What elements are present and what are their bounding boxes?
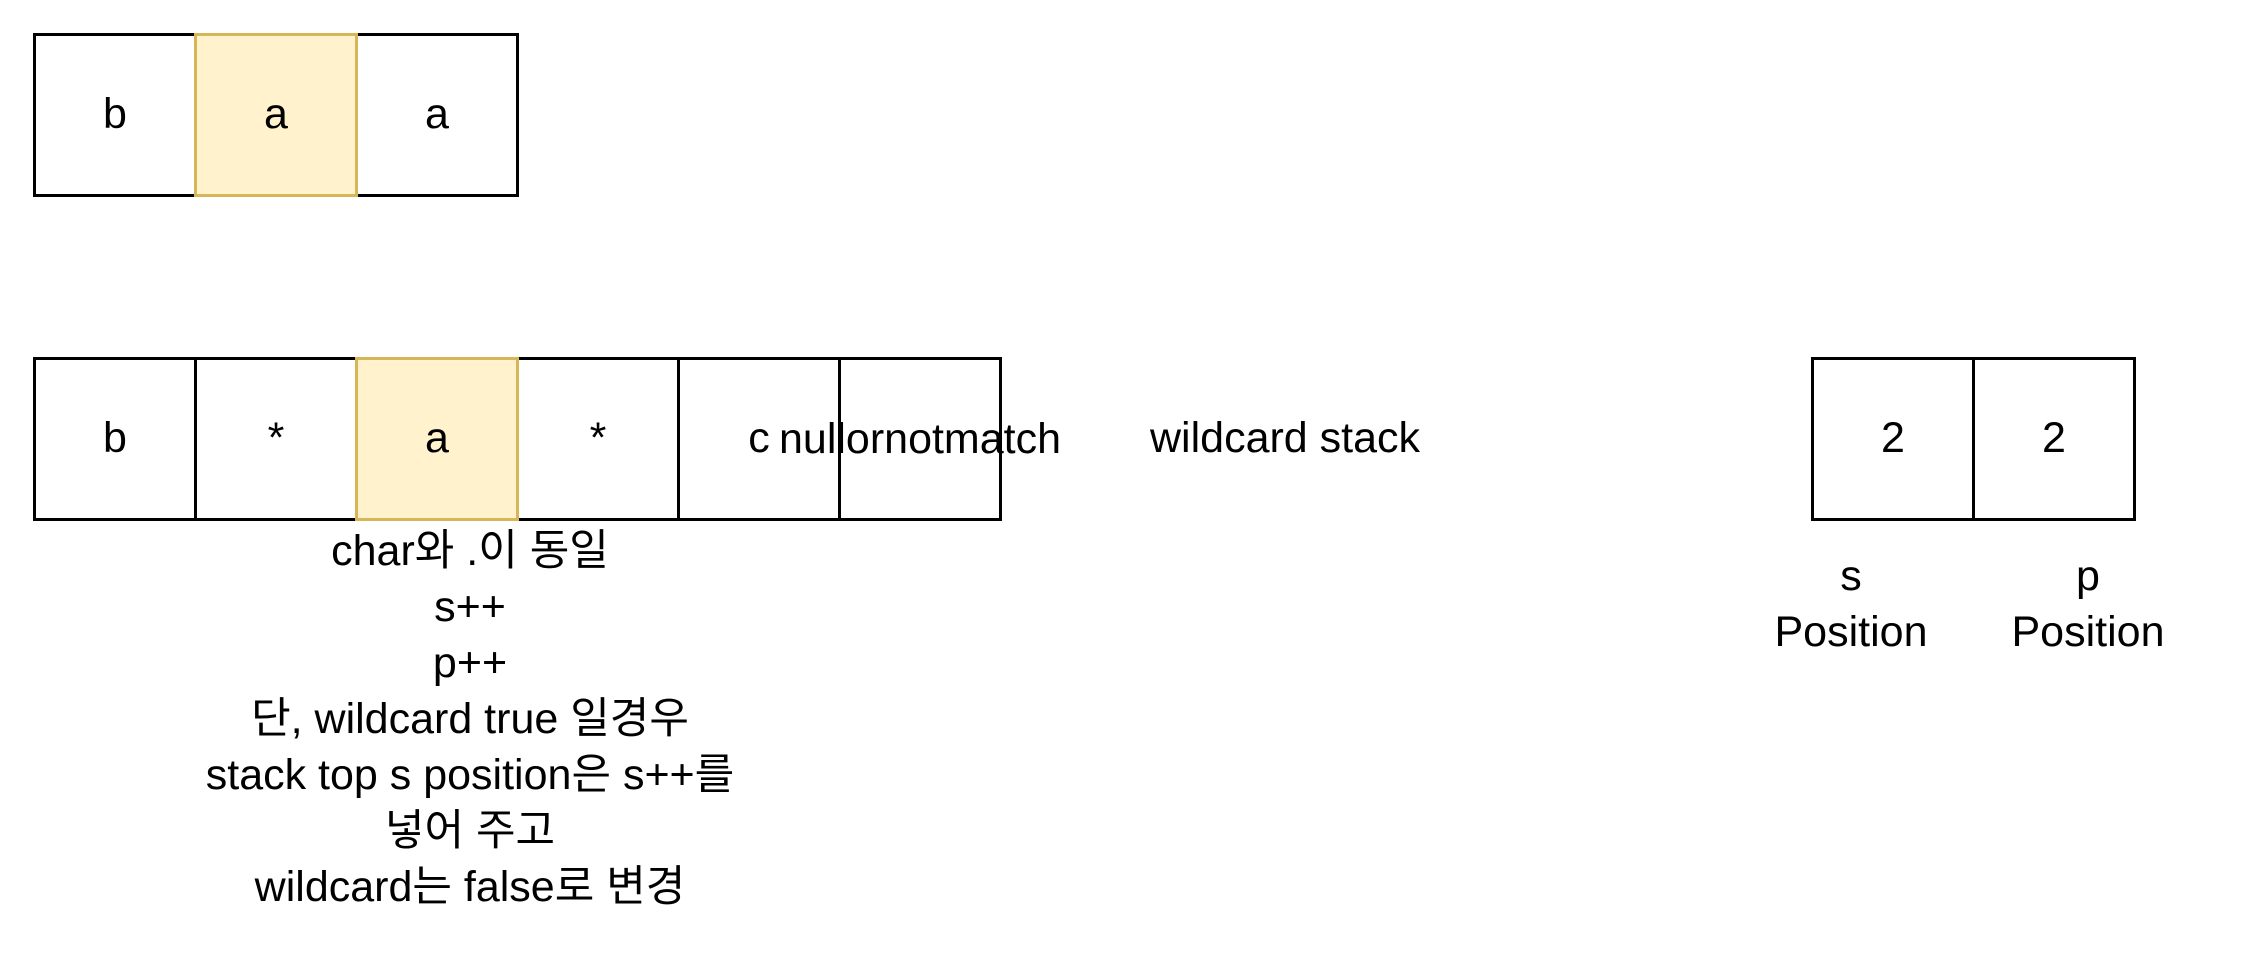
- pattern-cell-current: a: [355, 357, 519, 521]
- stack-p-position-cell: 2: [1972, 357, 2136, 521]
- note-line: char와 .이 동일: [331, 527, 609, 575]
- wildcard-stack-label: wildcard stack: [1150, 414, 1421, 462]
- note-line: 단, wildcard true 일경우: [251, 695, 689, 743]
- match-rule-note: char와 .이 동일 s++ p++ 단, wildcard true 일경우…: [100, 523, 840, 915]
- pattern-end-cell: null or notmatch: [779, 357, 1061, 521]
- end-cell-line: notmatch: [884, 415, 1062, 463]
- p-position-label-line: Position: [2011, 608, 2165, 656]
- end-cell-line: or: [845, 415, 885, 463]
- string-cell: a: [355, 33, 519, 197]
- note-line: s++: [434, 583, 506, 631]
- pattern-cell: b: [33, 357, 197, 521]
- s-position-label-line: s: [1840, 552, 1862, 600]
- pattern-cell: *: [516, 357, 680, 521]
- s-position-label-line: Position: [1774, 608, 1928, 656]
- pattern-cell: *: [194, 357, 358, 521]
- string-cell-current: a: [194, 33, 358, 197]
- end-cell-line: null: [778, 415, 846, 463]
- note-line: stack top s position은 s++를: [205, 751, 735, 799]
- note-line: 넣어 주고: [384, 807, 556, 855]
- pattern-cell: c: [677, 357, 841, 521]
- note-line: p++: [432, 639, 508, 687]
- p-position-label-line: p: [2076, 552, 2100, 600]
- string-cell: b: [33, 33, 197, 197]
- stack-s-position-cell: 2: [1811, 357, 1975, 521]
- note-line: wildcard는 false로 변경: [254, 863, 686, 911]
- s-position-label: s Position: [1761, 548, 1941, 660]
- p-position-label: p Position: [1998, 548, 2178, 660]
